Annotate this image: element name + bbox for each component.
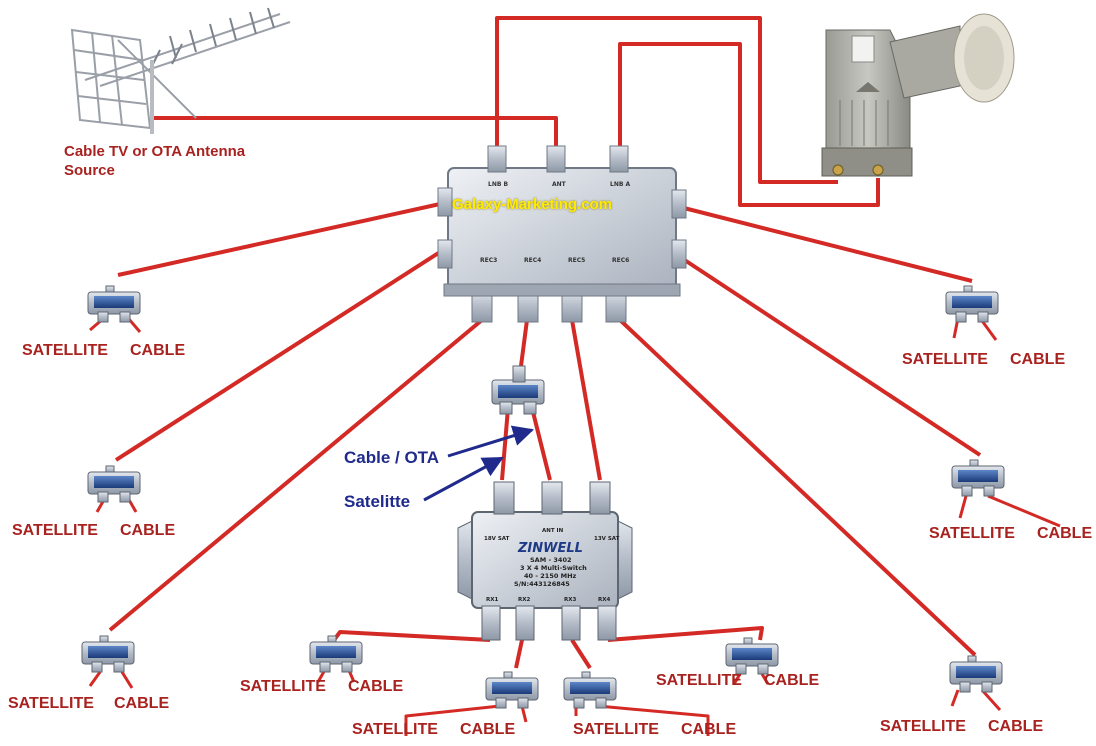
splitter-label-satellite: SATELLITE [656,672,742,689]
cable-antenna-to-switch [152,116,558,148]
splitter-icon [725,637,779,675]
cable-rx2 [514,639,524,669]
antenna-caption-line2: Source [64,161,115,179]
splitter-label-cable: CABLE [348,678,404,695]
zinwell-top-mid: ANT IN [542,528,564,534]
splitter-icon [485,671,539,709]
zinwell-rx3: RX3 [564,597,576,603]
splitter-label-satellite: SATELLITE [352,721,438,738]
port-label-lnb-a: LNB A [610,181,631,188]
splitter-label-satellite: SATELLITE [240,678,326,695]
cable-rx3 [570,638,592,670]
splitter-icon [951,459,1005,497]
cable-to-combiner [519,319,529,367]
cable-rec-top-right [679,205,973,283]
splitter-icon [309,635,363,673]
antenna-icon [70,7,291,134]
annotation-arrows [423,425,535,502]
port-label-rec4: REC4 [524,257,541,264]
cable-lnb-b [495,16,838,184]
splitter-icon [949,655,1003,693]
annotation-cable-ota: Cable / OTA [344,448,440,467]
cable-rx4 [607,626,764,642]
zinwell-top-left: 18V SAT [484,536,510,542]
splitter-icon [563,671,617,709]
splitter-label-cable: CABLE [460,721,516,738]
arrow-cable-ota [447,425,535,458]
zinwell-top-right: 13V SAT [594,536,620,542]
splitter-label-cable: CABLE [988,718,1044,735]
splitter-label-cable: CABLE [1010,351,1066,368]
splitter-label-cable: CABLE [1037,525,1093,542]
splitter-label-satellite: SATELLITE [929,525,1015,542]
port-label-rec6: REC6 [612,257,629,264]
zinwell-rx1: RX1 [486,597,498,603]
splitter-label-satellite: SATELLITE [22,342,108,359]
splitters [81,285,1005,709]
splitter-label-cable: CABLE [130,342,186,359]
cable-lnb-a [618,42,880,207]
port-label-rec5: REC5 [568,257,585,264]
lnb-icon [821,13,1015,177]
zinwell-rx4: RX4 [598,597,610,603]
antenna-caption-line1: Cable TV or OTA Antenna [64,143,246,160]
splitter-icon [945,285,999,323]
splitter-icon [81,635,135,673]
zinwell-serial: S/N:443126845 [514,580,570,588]
cable-rec-low-right [618,318,977,657]
zinwell-brand: ZINWELL [517,541,583,556]
port-label-lnb-b: LNB B [488,181,509,188]
cable-rec-low-left [108,318,484,632]
arrow-satellite [423,456,504,502]
main-multiswitch: LNB B ANT LNB A REC3 REC4 REC5 REC6 [437,145,687,323]
antenna-caption: Cable TV or OTA Antenna Source [64,143,245,181]
port-label-rec3: REC3 [480,257,497,264]
cable-rec-mid-left [114,250,442,462]
splitter-label-cable: CABLE [681,721,737,738]
zinwell-freq: 40 - 2150 MHz [524,572,577,580]
splitter-label-satellite: SATELLITE [12,522,98,539]
zinwell-model: SAM - 3402 [530,556,572,564]
cable-rec-mid-right [678,255,982,457]
splitter-label-cable: CABLE [114,695,170,712]
watermark: Galaxy-Marketing.com [452,196,613,213]
zinwell-rx2: RX2 [518,597,530,603]
splitter-label-satellite: SATELLITE [573,721,659,738]
splitter-label-cable: CABLE [120,522,176,539]
splitter-label-satellite: SATELLITE [8,695,94,712]
cable-rec-top-left [117,202,441,277]
zinwell-multiswitch: ZINWELL SAM - 3402 3 X 4 Multi-Switch 40… [457,481,633,641]
splitter-label-cable: CABLE [764,672,820,689]
splitter-icon [87,285,141,323]
splitter-label-satellite: SATELLITE [902,351,988,368]
cable-combiner-sat [500,407,510,481]
port-label-ant: ANT [552,181,567,188]
zinwell-type: 3 X 4 Multi-Switch [520,564,587,572]
combiner-splitter [491,365,545,415]
cable-combiner-ant [530,407,552,481]
splitter-label-satellite: SATELLITE [880,718,966,735]
annotation-satellite: Satelitte [344,492,411,511]
splitter-icon [87,465,141,503]
cable-to-zinwell-right [570,319,602,481]
cable-rx1 [332,630,491,642]
